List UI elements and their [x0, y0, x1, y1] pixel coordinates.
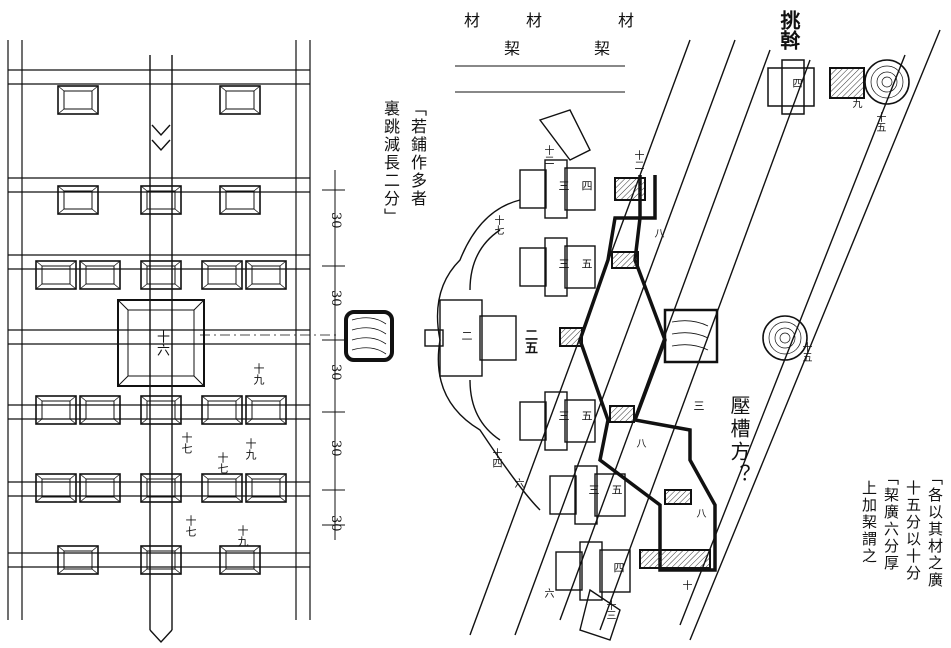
- sec-n4b: 四: [612, 562, 625, 573]
- sec-top-bracket: 四: [790, 78, 801, 88]
- sec-n5d: 五: [610, 484, 623, 495]
- plan-label-2: 十七: [180, 432, 193, 454]
- dimension-4: 30: [328, 440, 343, 457]
- plan-spine: [149, 55, 173, 644]
- note-right-line1: 「各以其材之廣: [926, 470, 944, 589]
- sec-n12b: 十二: [542, 145, 553, 165]
- plan-label-1: 十九: [252, 363, 265, 385]
- sec-n8c: 八: [694, 508, 705, 518]
- sec-n13: 十三: [604, 600, 615, 620]
- plan-central-block: [117, 299, 205, 387]
- sec-n8b: 八: [634, 438, 645, 448]
- sec-n5a: 五: [580, 258, 593, 269]
- material-label-2: 栔: [591, 40, 610, 56]
- dimension-3: 30: [328, 364, 343, 381]
- note-right-line3: 「栔廣六分厚: [882, 470, 900, 572]
- note-left-line2: 裏跳減長二分」: [381, 100, 400, 226]
- material-label-4: 栔: [501, 40, 520, 56]
- beam-end-log: [344, 310, 394, 362]
- note-right-line4: 上加栔謂之: [860, 480, 878, 565]
- sec-n3d: 三: [587, 484, 600, 495]
- section-view: [424, 29, 941, 641]
- sec-small-nine: 九: [850, 98, 861, 108]
- material-label-3: 材: [523, 12, 542, 28]
- sec-n8a: 八: [652, 228, 663, 238]
- question-label: 壓槽方？: [727, 395, 751, 487]
- plan-label-5: 十九: [236, 525, 249, 547]
- dimension-2: 30: [328, 290, 343, 307]
- sec-n6a: 六: [512, 478, 523, 488]
- dimension-1: 30: [328, 212, 343, 229]
- material-label-1: 材: [615, 12, 634, 28]
- sec-top-log: 十五: [874, 112, 885, 132]
- note-right-line2: 十五分以十分: [904, 480, 922, 582]
- section-brackets: [424, 109, 631, 641]
- sec-n25: 二五: [522, 328, 537, 354]
- sec-n6b: 六: [542, 588, 553, 598]
- sec-n3a: 三: [557, 180, 570, 191]
- plan-label-4: 十七: [216, 452, 229, 474]
- plan-center-label: 十六: [154, 330, 169, 356]
- sec-n4: 四: [580, 180, 593, 191]
- plan-label-6: 十七: [184, 515, 197, 537]
- note-left-line1: 「若鋪作多者: [408, 100, 427, 208]
- sec-n10: 十: [680, 580, 691, 590]
- material-label-5: 材: [461, 12, 480, 28]
- title-label: 挑斡: [777, 10, 801, 50]
- sec-n14: 十四: [490, 448, 501, 468]
- sec-n3b: 三: [557, 258, 570, 269]
- plan-view: [7, 40, 345, 644]
- sec-n2: 二: [460, 330, 473, 341]
- plan-label-3: 十九: [244, 438, 257, 460]
- sec-n12: 十二: [632, 150, 643, 170]
- sec-n3c: 三: [557, 410, 570, 421]
- sec-n5c: 五: [580, 410, 593, 421]
- dimension-line: [322, 170, 345, 540]
- sec-mid-log: 十五: [800, 342, 811, 362]
- sec-n17: 十七: [492, 215, 503, 235]
- dimension-5: 30: [328, 515, 343, 532]
- sec-n32: 三: [692, 400, 705, 411]
- plan-beams: [8, 69, 310, 568]
